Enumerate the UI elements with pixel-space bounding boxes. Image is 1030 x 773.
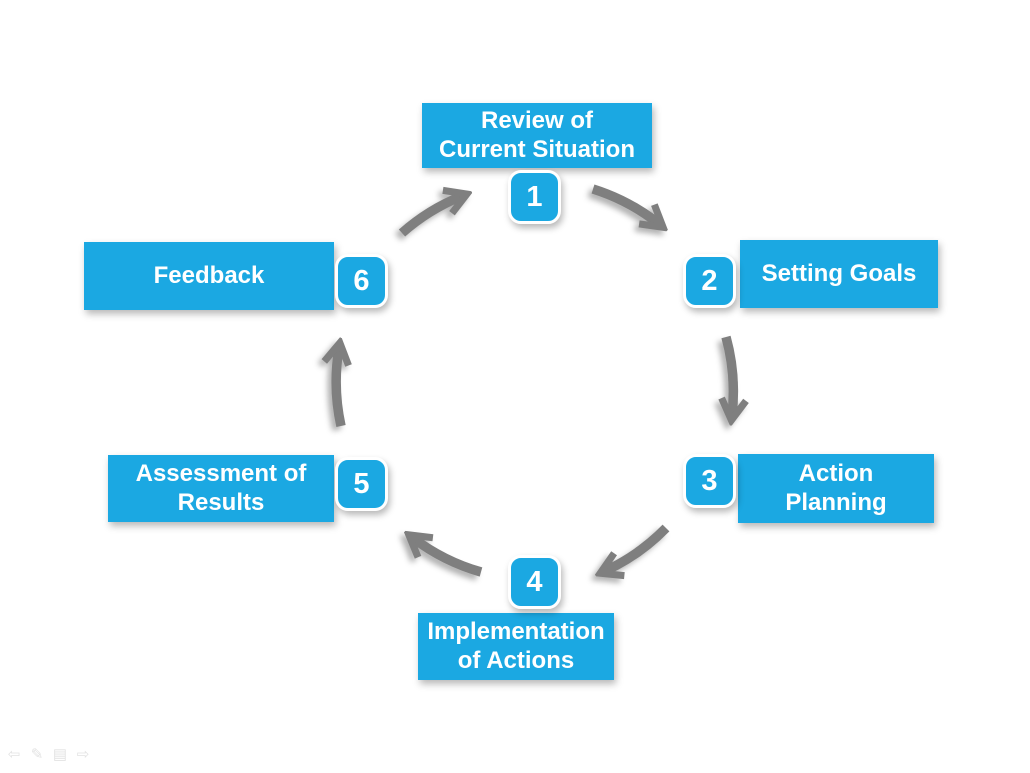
- arrow-6-to-1: [398, 196, 462, 237]
- arrow-1-to-2: [591, 184, 659, 224]
- step-number-badge-4: 4: [508, 555, 561, 609]
- arrow-3-to-4: [605, 524, 670, 571]
- step-label: Review of Current Situation: [439, 107, 635, 163]
- step-number: 1: [526, 180, 543, 213]
- next-slide-icon[interactable]: ⇨: [76, 746, 90, 763]
- step-label: Setting Goals: [761, 259, 917, 287]
- step-number-badge-3: 3: [683, 454, 736, 508]
- step-label: Implementation of Actions: [427, 618, 605, 674]
- arrow-4-to-5: [413, 538, 483, 577]
- step-box-assessment-of-results: Assessment of Results: [108, 455, 334, 522]
- step-box-setting-goals: Setting Goals: [740, 240, 938, 308]
- step-box-implementation-of-actions: Implementation of Actions: [418, 613, 614, 680]
- presenter-toolbar: ⇦ ✎ ▤ ⇨: [6, 746, 91, 764]
- step-number-badge-1: 1: [508, 170, 561, 224]
- slide-menu-icon[interactable]: ▤: [52, 746, 68, 763]
- step-number: 4: [526, 565, 543, 598]
- step-number-badge-6: 6: [335, 254, 388, 308]
- pen-icon[interactable]: ✎: [30, 746, 44, 763]
- step-number: 2: [701, 264, 718, 297]
- step-label: Feedback: [153, 261, 265, 289]
- arrow-5-to-6: [336, 348, 341, 428]
- step-label: Action Planning: [785, 460, 887, 516]
- step-number-badge-5: 5: [335, 457, 388, 511]
- step-box-review-of-current-situation: Review of Current Situation: [422, 103, 652, 168]
- step-number-badge-2: 2: [683, 254, 736, 308]
- step-box-action-planning: Action Planning: [738, 454, 934, 523]
- previous-slide-icon[interactable]: ⇦: [7, 746, 21, 763]
- step-box-feedback: Feedback: [84, 242, 334, 310]
- arrow-2-to-3: [726, 335, 733, 415]
- step-number: 6: [353, 264, 370, 297]
- step-label: Assessment of Results: [135, 460, 307, 516]
- step-number: 5: [353, 467, 370, 500]
- step-number: 3: [701, 464, 718, 497]
